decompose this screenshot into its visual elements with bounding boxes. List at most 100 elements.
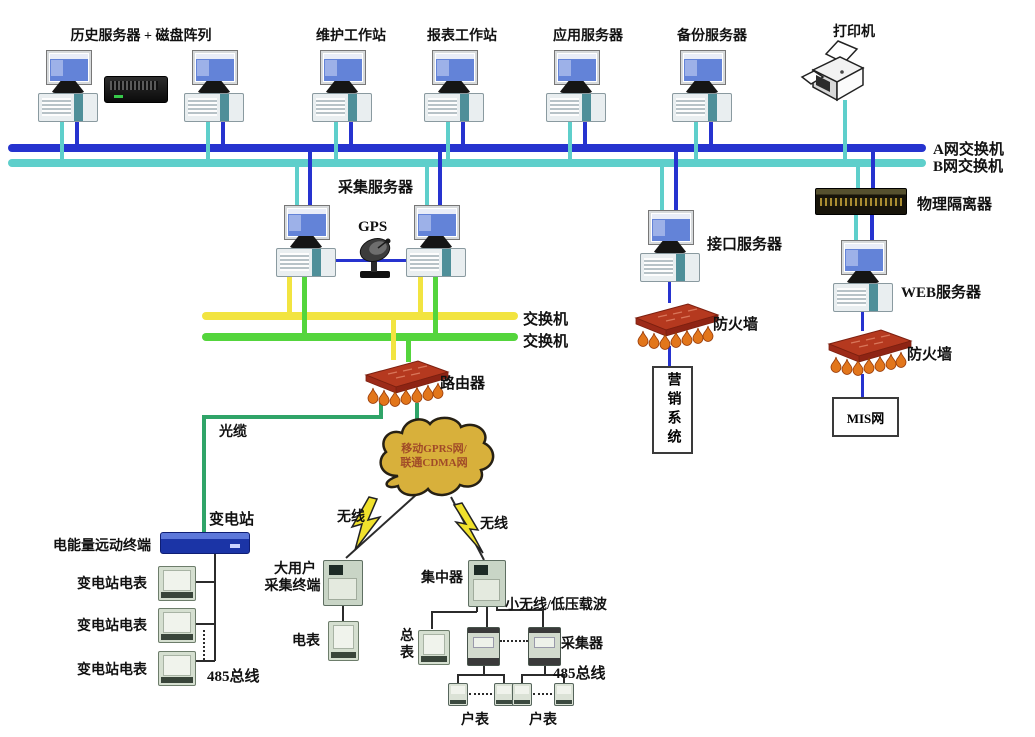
history-server-icon [184,50,244,122]
link [457,674,459,684]
maintenance-workstation-label: 维护工作站 [316,29,386,44]
substation-meter-icon [158,566,196,601]
cable [425,166,429,205]
wireless-label: 无线 [480,517,508,532]
cable [334,121,338,165]
collect-server-icon [406,205,466,277]
energy-remote-terminal-icon [160,532,250,554]
network-a-bus [8,144,926,152]
marketing-system-label: 营销系统 [665,372,681,448]
lightning-bolt-icon [452,502,484,554]
collect-server-label: 采集服务器 [338,180,414,196]
router-icon [365,360,449,407]
rs485-bus-label: 485总线 [207,669,260,685]
house-meter-icon [512,683,532,706]
small-wireless-label: 小无线/低压载波 [505,598,607,613]
history-server-label: 历史服务器 + 磁盘阵列 [70,29,212,44]
link [503,674,505,684]
cable [660,166,664,210]
collector-icon [467,627,500,666]
report-workstation-icon [424,50,484,122]
cable [302,277,307,335]
collector-label: 采集器 [561,637,603,652]
link [861,312,864,331]
ellipsis-line [203,630,205,660]
cable [446,121,450,165]
fiber-label: 光缆 [219,425,247,440]
maintenance-workstation-icon [312,50,372,122]
link [431,611,433,629]
cable [418,277,423,314]
cable [287,277,292,314]
firewall-label: 防火墙 [907,347,953,363]
firewall-label: 防火墙 [713,317,759,333]
cable [406,340,411,362]
substation-meter-label: 变电站电表 [77,577,147,592]
cable [583,121,587,150]
ellipsis-line [533,693,552,695]
cable [568,121,572,165]
mis-network-label: MIS网 [846,410,885,426]
cloud-label-line1: 移动GPRS网/ [401,443,467,455]
application-server-icon [546,50,606,122]
history-server-icon [38,50,98,122]
gps-label: GPS [358,219,388,235]
cable [709,121,713,150]
link [476,604,478,612]
concentrator-label: 集中器 [421,571,463,586]
firewall-icon [828,329,912,376]
meter-icon [328,621,359,661]
web-server-icon [833,240,893,312]
ellipsis-line [500,640,528,642]
rs485-bus-line [214,551,216,661]
link [668,282,671,303]
mis-network-box: MIS网 [832,397,899,437]
collector-icon [528,627,561,666]
cable [391,319,396,360]
link [486,604,488,628]
cable [461,121,465,150]
link [496,609,544,611]
fiber-line [202,415,383,419]
link [496,604,498,611]
printer-label: 打印机 [833,25,875,40]
b-net-switch-label: B网交换机 [933,159,1004,175]
cloud-label: 移动GPRS网/ 联通CDMA网 [368,442,500,470]
big-user-terminal-label-line2: 采集终端 [264,579,321,594]
big-user-terminal-icon [323,560,363,606]
ellipsis-line [469,693,492,695]
cable [694,121,698,165]
substation-label: 变电站 [209,512,255,528]
fiber-line [202,415,206,533]
link [431,611,477,613]
interface-server-label: 接口服务器 [707,237,783,253]
concentrator-icon [468,560,506,607]
house-meter-icon [494,683,514,706]
big-user-terminal-label-line1: 大用户 [274,562,316,577]
link [521,674,523,684]
link [563,674,565,684]
disk-array-icon [104,76,168,103]
isolator-label: 物理隔离器 [917,197,993,213]
cable [438,151,442,205]
substation-meter-label: 变电站电表 [77,663,147,678]
cable [433,277,438,335]
physical-isolator-icon [815,188,907,215]
switch-green-bus [202,333,518,341]
cable [871,151,875,188]
house-meter-label: 户表 [529,713,557,728]
stub [192,623,215,625]
cable [75,121,79,150]
total-meter-label: 总表 [400,629,414,661]
link [861,374,864,397]
rs485-bus-label: 485总线 [553,666,606,682]
cable [221,121,225,150]
a-net-switch-label: A网交换机 [933,142,1004,158]
link [483,663,485,676]
cable [349,121,353,150]
cable [870,213,874,240]
application-server-label: 应用服务器 [553,29,623,44]
cable [856,166,860,188]
energy-terminal-label: 电能量远动终端 [53,539,151,554]
link [342,602,344,621]
